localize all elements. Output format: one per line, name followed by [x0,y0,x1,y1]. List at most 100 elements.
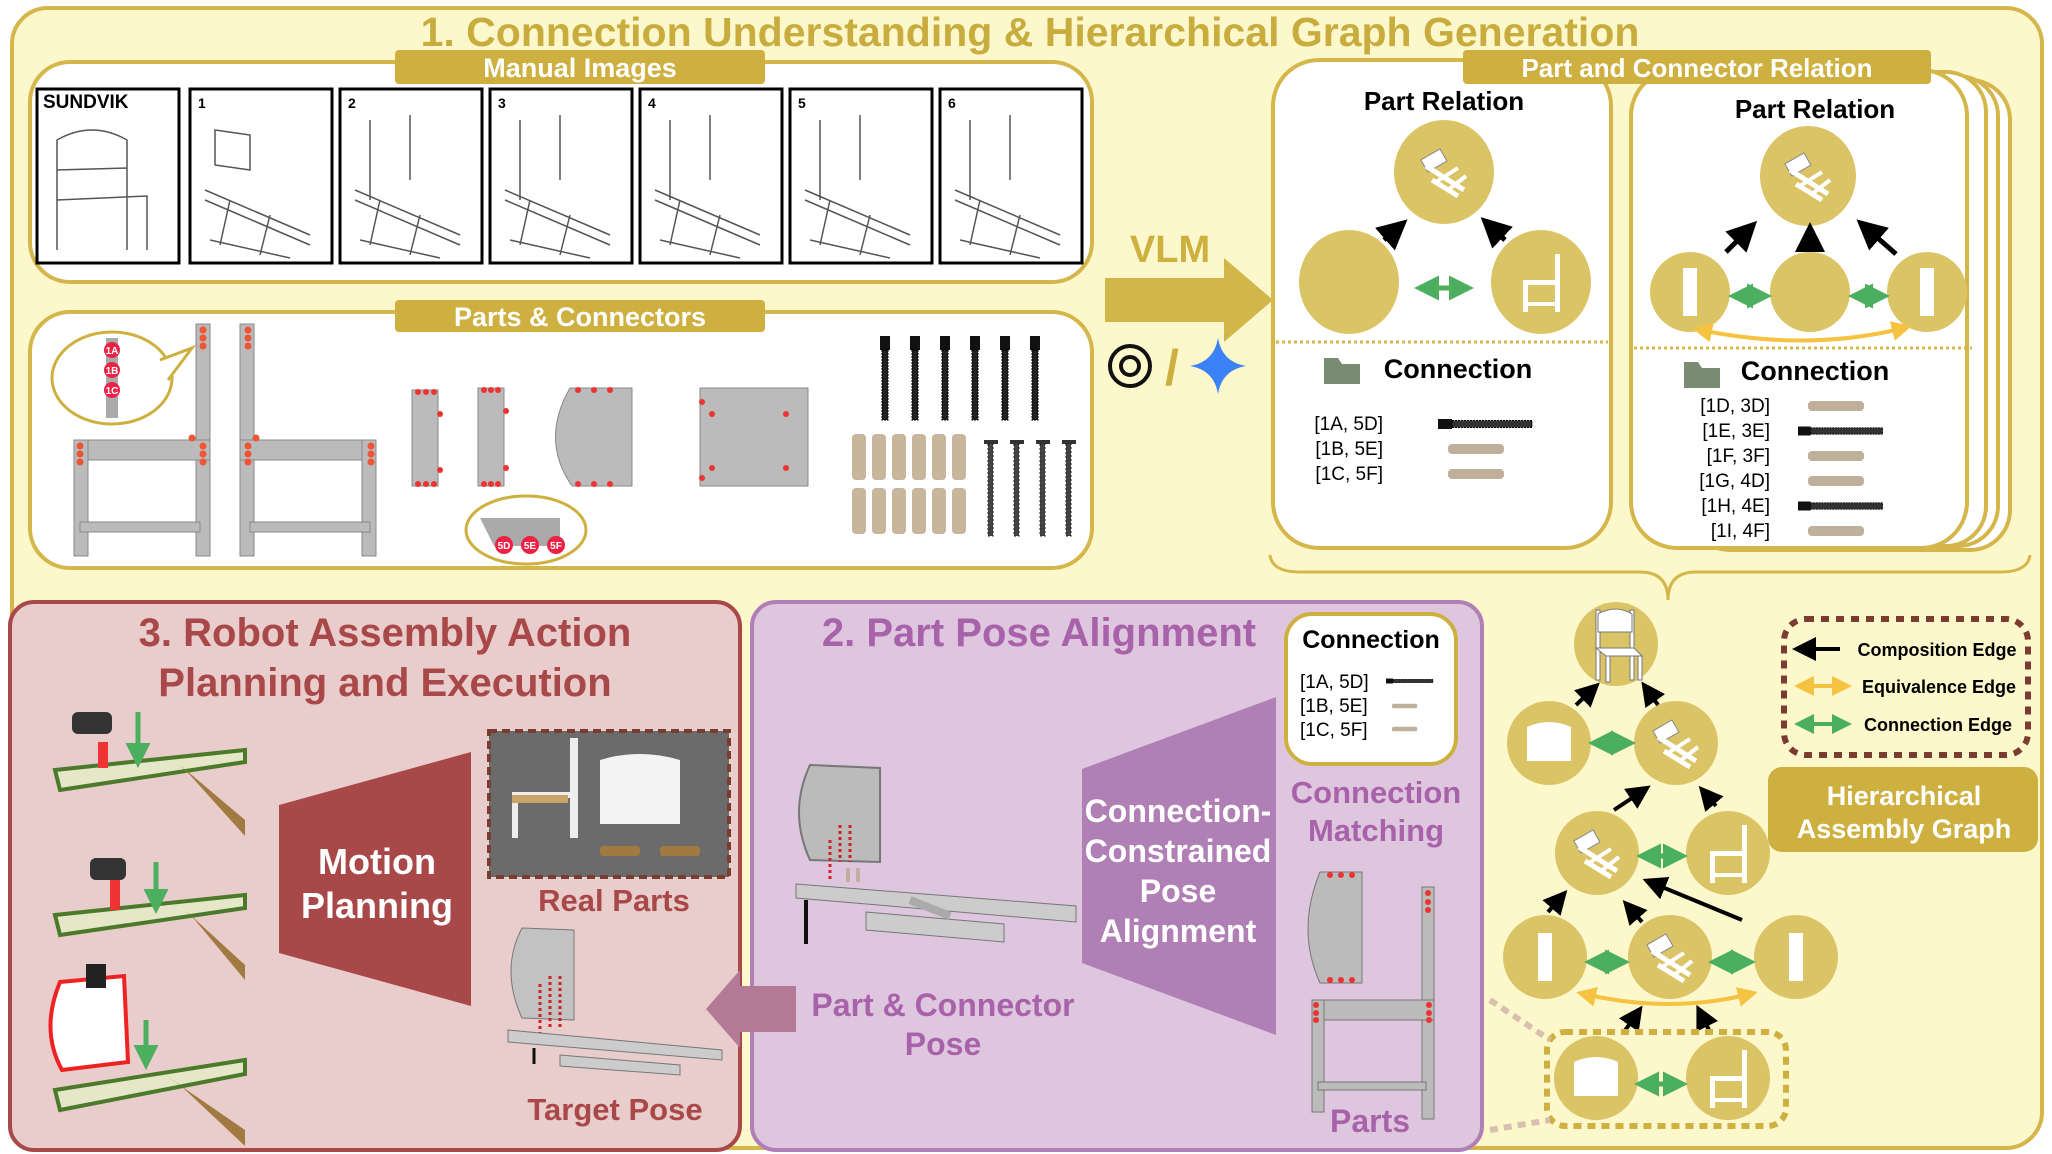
hierarchical-assembly-graph-label: Hierarchical Assembly Graph [1768,767,2038,852]
dowel [912,434,926,480]
svg-text:[1C, 5F]: [1C, 5F] [1300,720,1368,741]
manual-step-frame: 1 [188,87,334,265]
connection-pair: [1E, 3E] [1702,421,1770,442]
manual-frames: SUNDVIK 1 2 3 4 5 6 [35,87,1084,265]
screw [880,336,890,350]
callout-leg: 1A 1B 1C [50,330,197,426]
real-parts-photo [487,729,731,879]
dowel [892,488,906,534]
openai-icon [1108,344,1152,388]
motion-planning-block: Motion Planning [279,752,471,1006]
vlm-arrow: VLM [1105,229,1273,342]
svg-text:Assembly Graph: Assembly Graph [1797,814,2012,844]
dowel-icon [1808,476,1864,486]
connection-row: [1F, 3F] [1707,446,1864,467]
parts-label: Parts [1330,1103,1410,1139]
svg-text:1B: 1B [106,366,119,377]
connection-row: [1C, 5F] [1315,464,1504,485]
vlm-separator: / [1165,340,1179,396]
manual-images-label-pill [395,50,765,84]
wood-screw [987,443,994,537]
connection-pair: [1A, 5D] [1314,414,1383,435]
connection-matching-line2: Matching [1308,813,1444,848]
legend-equivalence: Equivalence Edge [1862,677,2016,697]
connection-row: [1H, 4E] [1701,496,1884,517]
card2-connections: [1D, 3D] [1E, 3E] [1F, 3F] [1G, 4D] [1H, 4E]… [1699,396,1884,542]
dowel [872,434,886,480]
manual-step-frame: 5 [788,87,934,265]
parts-connectors-label: Parts & Connectors [454,302,706,332]
wood-screw [1065,443,1072,537]
step-number: 6 [948,95,956,111]
section3-title-line2: Planning and Execution [158,661,611,705]
connectors-hardware [852,336,1076,537]
connection-title-2: Connection [1741,356,1890,386]
wood-screw [1039,443,1046,537]
connection-matching-line1: Connection [1291,775,1462,810]
relation-label-pill [1463,50,1931,84]
connection-pair: [1F, 3F] [1707,446,1770,467]
step-number: 2 [348,95,356,111]
svg-text:Connection-: Connection- [1085,793,1272,829]
connection-pair: [1H, 4E] [1701,496,1770,517]
section2-title: 2. Part Pose Alignment [822,611,1256,655]
relation-label: Part and Connector Relation [1521,53,1872,83]
brace [1268,554,2032,601]
hierarchical-graph [1488,602,1838,1133]
connection-title-1: Connection [1384,354,1533,384]
connection-pair: [1B, 5E] [1315,439,1383,460]
svg-text:5E: 5E [524,541,537,552]
dowel [932,488,946,534]
manual-step-frame: 3 [488,87,634,265]
svg-text:1C: 1C [106,386,119,397]
svg-text:Planning: Planning [301,885,453,926]
dowel [932,434,946,480]
dowel-icon [1808,451,1864,461]
step-number: 3 [498,95,506,111]
real-parts-label: Real Parts [538,883,690,918]
parts-drawing [1307,871,1435,1120]
card1-graph [1276,120,1608,344]
svg-text:VLM: VLM [1130,229,1210,271]
part-connector-pose-line1: Part & Connector [811,987,1074,1023]
step-number: 1 [198,95,206,111]
connection-row: [1G, 4D] [1699,471,1864,492]
section3-title-line1: 3. Robot Assembly Action [139,611,632,655]
svg-text:Constrained: Constrained [1085,833,1272,869]
card2-graph [0,0,1972,350]
legend-connection: Connection Edge [1864,715,2012,735]
gemini-icon [1190,338,1246,394]
manual-step-frame: 2 [338,87,484,265]
dowel [892,434,906,480]
svg-text:5F: 5F [550,541,562,552]
connection-row: [1A, 5D] [1314,414,1533,435]
side-frame-parts [73,323,377,557]
dowel-icon [1808,401,1864,411]
screw-icon [1797,426,1884,436]
callout-backrest: 5D 5E 5F [464,494,588,566]
connection-pair: [1D, 3D] [1700,396,1770,417]
svg-text:Alignment: Alignment [1100,913,1257,949]
part-relation-title-1: Part Relation [1364,86,1524,116]
dowel [912,488,926,534]
pose-alignment-block: Connection- Constrained Pose Alignment [1082,697,1276,1035]
step-number: 4 [648,95,656,111]
step-number: 5 [798,95,806,111]
dowel [872,488,886,534]
connection-pair: [1I, 4F] [1711,521,1770,542]
part-relation-title-2: Part Relation [1735,94,1895,124]
dowel-icon [1448,444,1504,454]
svg-text:1A: 1A [106,346,119,357]
part-connector-pose-line2: Pose [905,1026,981,1062]
dowel [952,434,966,480]
screw [940,336,950,350]
screw [910,336,920,350]
flow-arrow-to-section3 [706,970,796,1048]
cover-title: SUNDVIK [43,92,129,113]
wood-screw [1013,443,1020,537]
target-pose-label: Target Pose [527,1092,702,1127]
screw-icon [1437,418,1533,430]
svg-text:Connection: Connection [1302,626,1440,654]
section1-title: 1. Connection Understanding & Hierarchic… [421,9,1640,55]
